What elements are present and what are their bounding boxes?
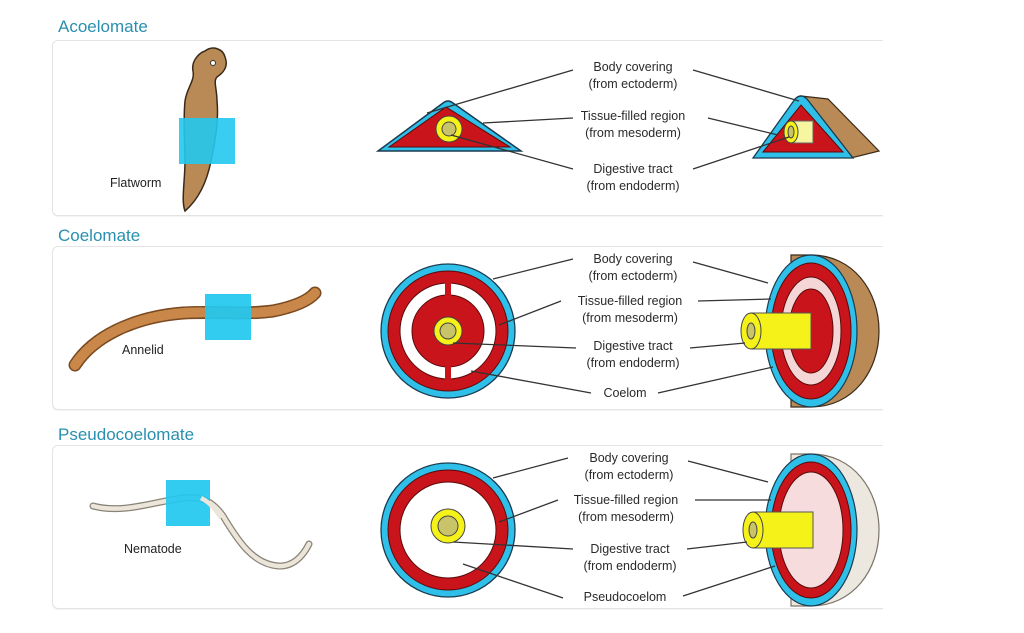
acoelomate-diagram: Flatworm Body covering (from ectoderm) T… — [110, 47, 881, 213]
section-title-acoelomate: Acoelomate — [58, 17, 148, 36]
leader-line — [657, 366, 774, 394]
label-digestive-tract-origin: (from endoderm) — [583, 559, 676, 573]
acoelomate-cross-section — [375, 100, 524, 152]
leader-line — [692, 69, 800, 102]
panel-pseudocoelomate: Nematode Body covering — [52, 445, 883, 609]
nematode-body — [90, 495, 312, 569]
label-tissue-region: Tissue-filled region — [578, 294, 682, 308]
leader-line — [452, 342, 577, 349]
cross-section-highlight — [205, 294, 251, 340]
label-body-covering-origin: (from ectoderm) — [585, 468, 674, 482]
label-body-covering: Body covering — [589, 451, 668, 465]
section-title-coelomate: Coelomate — [58, 226, 141, 245]
section-title-pseudocoelomate: Pseudocoelomate — [58, 425, 195, 444]
leader-line — [689, 342, 746, 349]
label-tissue-region: Tissue-filled region — [581, 109, 685, 123]
leader-line — [452, 541, 574, 550]
leader-line — [426, 69, 574, 114]
coelomate-3d-section — [740, 254, 880, 408]
pseudocoelomate-3d-section — [742, 453, 880, 607]
annelid-illustration: Annelid — [68, 286, 322, 372]
leader-line — [462, 563, 564, 599]
leader-line — [682, 565, 776, 597]
pseudocoelomate-cross-section — [380, 462, 516, 598]
label-digestive-tract: Digestive tract — [593, 339, 673, 353]
leader-line — [687, 460, 769, 483]
label-digestive-tract: Digestive tract — [590, 542, 670, 556]
pseudocoelomate-diagram: Nematode Body covering — [89, 451, 880, 607]
label-body-covering-origin: (from ectoderm) — [589, 77, 678, 91]
label-tissue-region-origin: (from mesoderm) — [585, 126, 681, 140]
gut-lumen — [439, 322, 457, 340]
leader-line — [450, 134, 574, 170]
coelomate-diagram: Annelid — [68, 252, 880, 408]
label-body-covering: Body covering — [593, 252, 672, 266]
organism-label: Nematode — [124, 542, 182, 556]
flatworm-eye — [210, 60, 216, 66]
leader-line — [707, 117, 779, 136]
label-pseudocoelom: Pseudocoelom — [584, 590, 667, 604]
leader-line — [492, 457, 569, 479]
leader-line — [470, 370, 592, 394]
leader-line — [492, 258, 574, 280]
panel-acoelomate: Flatworm Body covering (from ectoderm) T… — [52, 40, 883, 216]
mesentery — [445, 281, 451, 296]
cross-section-highlight — [166, 480, 210, 526]
cross-section-highlight — [179, 118, 235, 164]
leader-line — [692, 136, 790, 170]
gut-lumen — [441, 121, 457, 137]
label-digestive-tract: Digestive tract — [593, 162, 673, 176]
label-tissue-region-origin: (from mesoderm) — [578, 510, 674, 524]
nematode-illustration: Nematode — [89, 480, 313, 570]
label-tissue-region-origin: (from mesoderm) — [582, 311, 678, 325]
flatworm-illustration: Flatworm — [110, 47, 235, 213]
label-digestive-tract-origin: (from endoderm) — [586, 356, 679, 370]
leader-line — [697, 298, 772, 302]
leader-line — [482, 117, 574, 124]
leader-line — [686, 541, 748, 550]
label-body-covering: Body covering — [593, 60, 672, 74]
label-digestive-tract-origin: (from endoderm) — [586, 179, 679, 193]
gut-lumen — [437, 515, 459, 537]
label-coelom: Coelom — [603, 386, 646, 400]
mesentery — [445, 366, 451, 381]
leader-line — [498, 499, 559, 523]
panel-coelomate: Annelid — [52, 246, 883, 410]
coelomate-cross-section — [380, 263, 516, 399]
leader-line — [692, 261, 769, 284]
leader-line — [498, 300, 562, 326]
label-body-covering-origin: (from ectoderm) — [589, 269, 678, 283]
organism-label: Flatworm — [110, 176, 161, 190]
label-tissue-region: Tissue-filled region — [574, 493, 678, 507]
acoelomate-3d-section — [751, 95, 881, 159]
organism-label: Annelid — [122, 343, 164, 357]
